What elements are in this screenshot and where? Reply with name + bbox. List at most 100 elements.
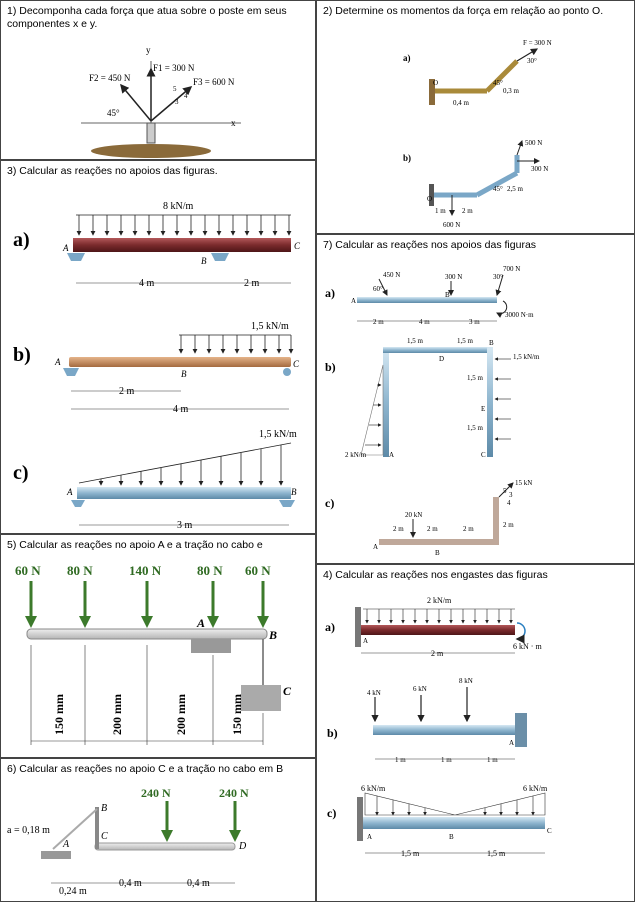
q4-c-w1: 6 kN/m: [361, 784, 386, 793]
frame-reactions-diagrams: a) 450 N 300 N 700 N 3000 N·m 60° 30° A …: [325, 265, 540, 557]
q3-b-B: B: [181, 369, 187, 379]
q4-c-w2: 6 kN/m: [523, 784, 548, 793]
q3-a-d2: 2 m: [244, 278, 260, 289]
q3-a-d1: 4 m: [139, 278, 155, 289]
q6-d1: 0,24 m: [59, 886, 87, 897]
q7-b-h2: 1,5 m: [467, 424, 484, 432]
q3-a-A: A: [62, 243, 69, 253]
pole-axis-x-label: x: [231, 118, 236, 128]
q4-b-d3: 1 m: [487, 756, 498, 764]
q2-a-force: F = 300 N: [523, 39, 552, 47]
q7-c-d1: 2 m: [393, 525, 404, 533]
q3-c-B: B: [291, 487, 297, 497]
q7-b-w2: 2 kN/m: [345, 451, 367, 459]
q7-a-f2: 300 N: [445, 273, 462, 281]
q3-a-C: C: [294, 241, 301, 251]
f3-label: F3 = 600 N: [193, 77, 235, 87]
q5-force-1: 60 N: [15, 563, 41, 578]
q7-c-A: A: [373, 543, 378, 551]
q2-b-len1: 1 m: [435, 207, 446, 215]
q4-c-C: C: [547, 827, 552, 835]
q2-b-o: O: [427, 195, 432, 203]
q7-b-D: D: [439, 355, 444, 363]
q7-b-h1: 1,5 m: [467, 374, 484, 382]
q4-a-A: A: [363, 637, 368, 645]
pole-forces-diagram: x y F1 = 300 N F2 = 450 N F3 = 600 N 45°…: [81, 45, 241, 158]
q4-c-A: A: [367, 833, 372, 841]
q6-D: D: [238, 841, 247, 852]
q7-a-f1: 450 N: [383, 271, 400, 279]
question-1-title: 1) Decomponha cada força que atua sobre …: [7, 5, 287, 30]
q7-c-f1: 20 kN: [405, 511, 422, 519]
q5-B: B: [268, 628, 277, 642]
q6-f2: 240 N: [219, 786, 249, 800]
question-5-title: 5) Calcular as reações no apoio A e a tr…: [7, 539, 263, 551]
beam-reactions-diagrams: a) 8 kN/m A B C 4 m 2 m b) 1,5 kN/m: [13, 201, 301, 531]
q7-b-B: B: [489, 339, 494, 347]
q7-b-A: A: [389, 451, 394, 459]
q7-a-tag: a): [325, 286, 335, 300]
q3-c-tag: c): [13, 462, 29, 484]
q4-b-f3: 8 kN: [459, 677, 473, 685]
q7-a-ang30: 30°: [493, 273, 503, 281]
q5-dim-4: 150 mm: [230, 694, 244, 735]
angle-45-label: 45°: [107, 108, 120, 118]
q7-c-n4: 4: [507, 499, 511, 507]
q4-b-f2: 6 kN: [413, 685, 427, 693]
q3-c-load: 1,5 kN/m: [259, 429, 297, 440]
q7-c-n3: 3: [509, 491, 513, 499]
q2-a-len2: 0,3 m: [503, 87, 520, 95]
q2-a-ang30: 30°: [527, 57, 537, 65]
q2-b-len2: 2 m: [462, 207, 473, 215]
q4-c-B: B: [449, 833, 454, 841]
q7-c-h: 2 m: [503, 521, 514, 529]
q3-a-B: B: [201, 256, 207, 266]
q2-b-len3: 2,5 m: [507, 185, 524, 193]
q2-a-len1: 0,4 m: [453, 99, 470, 107]
q7-b-tag: b): [325, 360, 336, 374]
question-3-title: 3) Calcular as reações no apoios das fig…: [7, 165, 218, 177]
q3-a-load: 8 kN/m: [163, 201, 194, 212]
slope-5: 5: [173, 85, 177, 93]
question-4-title: 4) Calcular as reações nos engastes das …: [323, 569, 548, 581]
q7-c-B: B: [435, 549, 440, 557]
cantilever-diagrams: a) 2 kN/m 6 kN · m A 2 m b) 4 kN 6 kN 8 …: [325, 596, 552, 858]
q2-b-ang: 45°: [493, 185, 503, 193]
q6-d3: 0,4 m: [187, 878, 210, 889]
q7-c-d2: 2 m: [427, 525, 438, 533]
q5-dim-1: 150 mm: [52, 694, 66, 735]
q6-B: B: [101, 803, 107, 814]
q2-b-f2: 300 N: [531, 165, 548, 173]
q7-b-C: C: [481, 451, 486, 459]
q3-b-tag: b): [13, 344, 31, 366]
question-3-panel: 3) Calcular as reações no apoios das fig…: [0, 160, 316, 534]
pole-axis-y-label: y: [146, 45, 151, 55]
q7-b-w1: 1,5 kN/m: [513, 353, 540, 361]
q7-a-d3: 3 m: [469, 318, 480, 326]
q2-a-ang45: 45°: [493, 79, 503, 87]
q5-C: C: [283, 684, 292, 698]
q7-c-d3: 2 m: [463, 525, 474, 533]
q4-b-f1: 4 kN: [367, 689, 381, 697]
q4-b-A: A: [509, 739, 514, 747]
q6-f1: 240 N: [141, 786, 171, 800]
q4-b-d1: 1 m: [395, 756, 406, 764]
question-6-title: 6) Calcular as reações no apoio C e a tr…: [7, 763, 284, 775]
q5-dim-3: 200 mm: [174, 694, 188, 735]
q5-force-2: 80 N: [67, 563, 93, 578]
q6-A: A: [62, 839, 70, 850]
q7-a-d2: 4 m: [419, 318, 430, 326]
q7-a-A: A: [351, 297, 356, 305]
question-7-title: 7) Calcular as reações nos apoios das fi…: [323, 239, 537, 251]
q7-a-d1: 2 m: [373, 318, 384, 326]
q2-a-tag: a): [403, 53, 411, 63]
q7-c-f2: 15 kN: [515, 479, 532, 487]
q2-a-o: O: [433, 79, 438, 87]
q7-a-B: B: [445, 291, 450, 299]
q6-C: C: [101, 831, 108, 842]
q2-b-f3: 600 N: [443, 221, 460, 229]
question-4-panel: 4) Calcular as reações nos engastes das …: [316, 564, 635, 902]
q7-a-f3: 700 N: [503, 265, 520, 273]
bar-cable-diagram: 60 N 80 N 140 N 80 N 60 N A B C 150 mm 2…: [15, 563, 292, 745]
question-6-panel: 6) Calcular as reações no apoio C e a tr…: [0, 758, 316, 902]
